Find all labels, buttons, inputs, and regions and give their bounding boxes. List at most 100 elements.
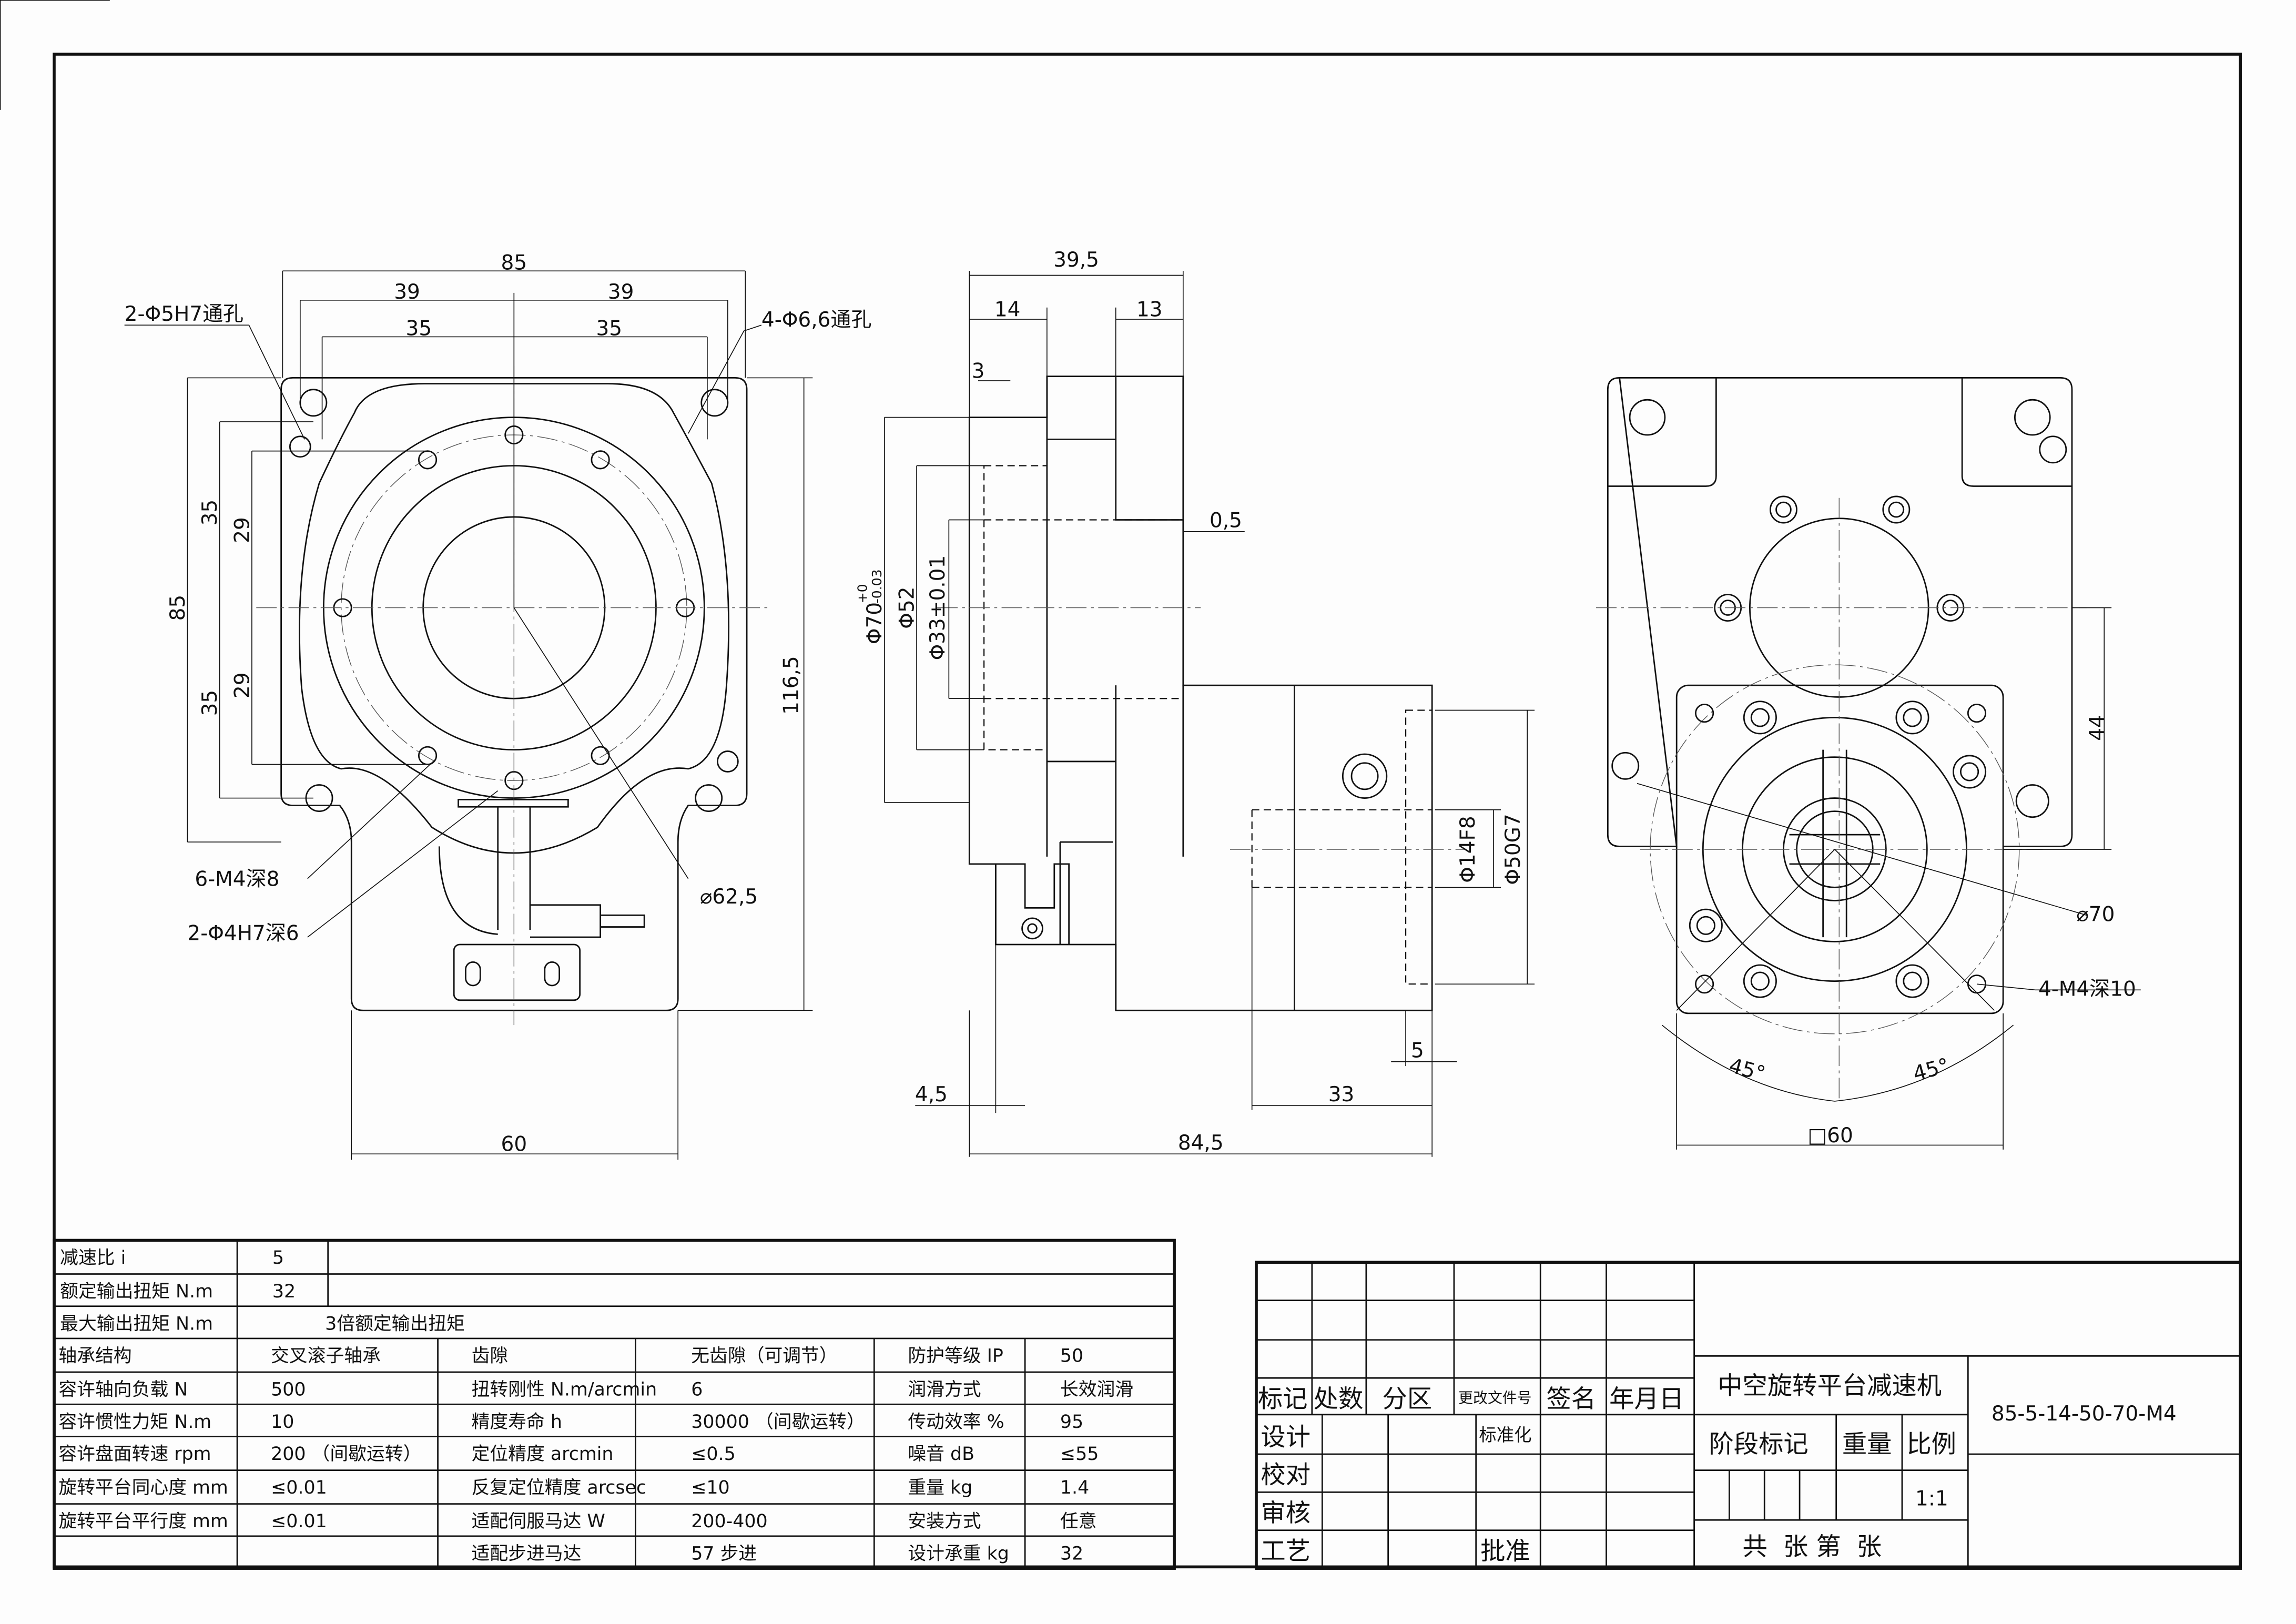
spec-cell: 6 [691,1379,703,1400]
svg-text:45°: 45° [1911,1054,1952,1086]
spec-value: 3倍额定输出扭矩 [325,1313,465,1334]
spec-cell: 旋转平台同心度 mm [58,1477,228,1498]
svg-text:39: 39 [394,280,420,304]
title-block: 标记 处数 分区 更改文件号 签名 年月日 设计 校对 审核 工艺 标准化 批准… [1255,1261,2242,1570]
spec-cell: ≤0.01 [271,1477,327,1498]
spec-cell: 200-400 [691,1511,767,1532]
spec-cell: 定位精度 arcmin [472,1444,614,1465]
spec-cell: 容许惯性力矩 N.m [58,1412,211,1433]
spec-cell: 30000 （间歇运转） [691,1412,865,1433]
spec-cell: 适配步进马达 [472,1543,582,1564]
spec-cell: 容许盘面转速 rpm [58,1444,211,1465]
spec-cell: ≤0.01 [271,1511,327,1532]
svg-text:设计: 设计 [1261,1423,1310,1452]
svg-text:处数: 处数 [1314,1385,1364,1414]
spec-cell: ≤10 [691,1477,729,1498]
spec-cell: 润滑方式 [908,1379,981,1400]
svg-text:14: 14 [994,298,1021,321]
svg-text:标准化: 标准化 [1479,1425,1531,1445]
svg-text:4,5: 4,5 [915,1083,948,1107]
svg-text:2-Φ5H7通孔: 2-Φ5H7通孔 [125,302,243,326]
spec-cell: 容许轴向负载 N [58,1379,188,1400]
spec-cell: 旋转平台平行度 mm [58,1511,228,1532]
svg-text:共 张 第 张: 共 张 第 张 [1742,1532,1882,1561]
svg-text:重量: 重量 [1842,1430,1892,1459]
svg-text:审核: 审核 [1261,1499,1310,1528]
spec-cell: 1.4 [1060,1477,1089,1498]
svg-text:Φ50G7: Φ50G7 [1501,814,1525,885]
svg-text:Φ70: Φ70 [863,602,887,644]
spec-cell: 反复定位精度 arcsec [472,1477,647,1498]
svg-text:年月日: 年月日 [1609,1385,1684,1414]
spec-cell: 500 [271,1379,306,1400]
spec-value: 5 [272,1247,284,1268]
svg-text:35: 35 [596,317,623,341]
svg-text:比例: 比例 [1906,1430,1956,1459]
spec-cell: 精度寿命 h [472,1412,562,1433]
svg-text:+0: +0 [855,584,870,603]
svg-text:29: 29 [230,672,254,698]
svg-text:4-M4深10: 4-M4深10 [2038,977,2136,1001]
spec-cell: 设计承重 kg [908,1543,1009,1564]
svg-text:116,5: 116,5 [780,656,804,715]
svg-text:29: 29 [230,517,254,543]
spec-cell: 传动效率 % [908,1412,1004,1433]
spec-cell: 防护等级 IP [908,1346,1003,1367]
spec-cell: 长效润滑 [1060,1379,1133,1400]
spec-cell: 齿隙 [472,1346,509,1367]
spec-value: 32 [272,1281,296,1302]
svg-text:签名: 签名 [1546,1385,1596,1414]
spec-cell: 32 [1060,1543,1083,1564]
corner-mark [0,0,110,110]
spec-label: 最大输出扭矩 N.m [60,1313,213,1334]
svg-text:45°: 45° [1726,1054,1767,1086]
spec-cell: 噪音 dB [908,1444,974,1465]
side-view: 39,5 14 13 3 0,5 Φ70 +0 -0.03 Φ52 Φ33±0.… [855,248,1535,1157]
spec-cell: 10 [271,1412,294,1433]
svg-text:□60: □60 [1807,1124,1853,1148]
spec-cell: 适配伺服马达 W [472,1511,605,1532]
spec-cell: 安装方式 [908,1511,981,1532]
svg-text:84,5: 84,5 [1178,1131,1224,1155]
svg-text:60: 60 [501,1133,527,1156]
spec-cell: 交叉滚子轴承 [271,1346,381,1367]
svg-text:85: 85 [501,251,527,275]
svg-text:Φ52: Φ52 [895,586,919,628]
svg-text:4-Φ6,6通孔: 4-Φ6,6通孔 [761,308,871,332]
svg-text:校对: 校对 [1261,1461,1310,1490]
spec-cell: 95 [1060,1412,1083,1433]
spec-cell: 无齿隙（可调节） [691,1346,837,1367]
svg-text:13: 13 [1136,298,1163,321]
svg-text:中空旋转平台减速机: 中空旋转平台减速机 [1718,1372,1942,1400]
svg-text:6-M4深8: 6-M4深8 [195,868,279,891]
svg-text:3: 3 [972,359,985,383]
spec-cell: ≤55 [1060,1444,1099,1465]
spec-cell: 200 （间歇运转） [271,1444,421,1465]
svg-text:⌀62,5: ⌀62,5 [700,885,758,909]
svg-text:35: 35 [198,500,222,526]
spec-cell: ≤0.5 [691,1444,736,1465]
svg-text:⌀70: ⌀70 [2076,902,2115,926]
spec-cell: 57 步进 [691,1543,757,1564]
rear-view: 44 ⌀70 4-M4深10 45° 45° □60 [1596,377,2141,1150]
svg-text:分区: 分区 [1383,1385,1433,1414]
spec-cell: 轴承结构 [58,1346,131,1367]
svg-text:2-Φ4H7深6: 2-Φ4H7深6 [187,922,299,946]
svg-text:85: 85 [166,595,190,621]
svg-text:0,5: 0,5 [1210,509,1242,532]
svg-text:Φ33±0.01: Φ33±0.01 [926,555,950,661]
spec-cell: 扭转刚性 N.m/arcmin [472,1379,657,1400]
spec-cell: 50 [1060,1346,1083,1367]
spec-cell: 重量 kg [908,1477,972,1498]
svg-text:1:1: 1:1 [1915,1487,1948,1510]
svg-text:Φ14F8: Φ14F8 [1456,816,1480,882]
svg-text:-0.03: -0.03 [869,569,885,603]
svg-text:85-5-14-50-70-M4: 85-5-14-50-70-M4 [1992,1402,2177,1426]
svg-text:44: 44 [2086,715,2109,741]
svg-text:5: 5 [1411,1039,1424,1062]
svg-text:批准: 批准 [1480,1537,1530,1566]
spec-label: 额定输出扭矩 N.m [60,1281,213,1302]
svg-text:39,5: 39,5 [1053,248,1099,272]
